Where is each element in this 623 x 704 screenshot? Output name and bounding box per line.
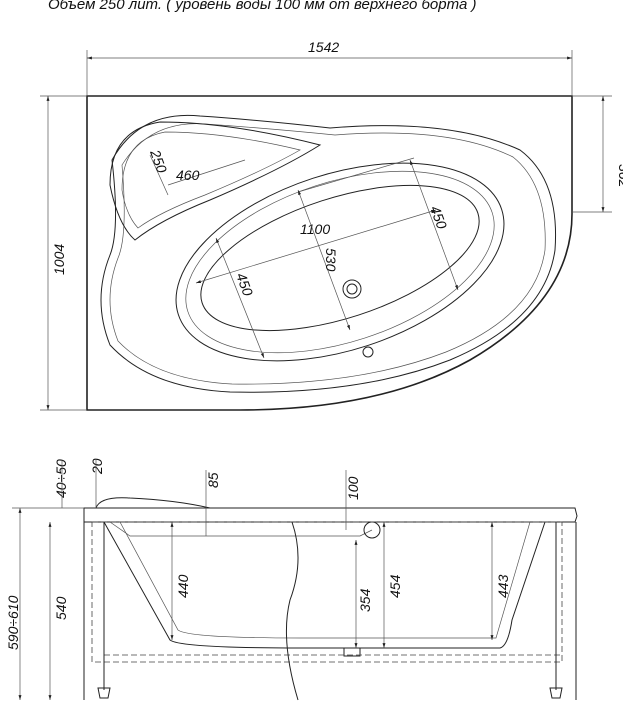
dim-bowl-right: 450 — [427, 204, 450, 232]
seat-step — [109, 521, 373, 537]
dim-seat-width: 250 — [147, 147, 170, 176]
dim-depth-mid2: 454 — [387, 574, 403, 598]
bath-rim — [100, 114, 557, 393]
dim-total-height: 590÷610 — [5, 595, 21, 650]
dim-seat-depth: 85 — [205, 472, 221, 488]
dim-depth-right: 443 — [495, 574, 511, 598]
dim-step: 362 — [616, 164, 623, 188]
headrest-profile — [95, 497, 211, 509]
rim-slab — [83, 507, 578, 523]
dim-height: 1004 — [51, 244, 67, 275]
dim-leg-adjust: 40÷50 — [53, 459, 69, 498]
dim-seat-length: 460 — [176, 167, 200, 183]
bowl-profile — [103, 521, 546, 649]
dim-water-level: 100 — [345, 476, 361, 500]
dim-bowl-center: 530 — [323, 248, 339, 272]
bowl-mid — [185, 170, 495, 354]
dim-line-bowl-left — [215, 237, 265, 359]
front-panel — [83, 522, 577, 700]
bath-outline — [86, 95, 573, 411]
support-frame — [91, 521, 563, 663]
dim-depth-left: 440 — [175, 574, 191, 598]
dim-depth-mid: 354 — [357, 588, 373, 612]
dim-line-bowl-right — [409, 159, 459, 291]
dim-rim: 20 — [89, 458, 105, 475]
bowl-outer — [175, 162, 505, 362]
foot-left-icon — [97, 687, 111, 699]
dim-bowl-length: 1100 — [300, 221, 330, 237]
dim-line-bowl-center — [297, 189, 351, 331]
dim-body-height: 540 — [53, 596, 69, 620]
top-view: 1542 1004 362 250 460 1100 530 450 450 — [40, 39, 623, 411]
drain-icon — [342, 279, 362, 299]
drain-side — [343, 648, 361, 657]
overflow-icon — [362, 346, 374, 358]
dim-width: 1542 — [308, 39, 339, 55]
side-view: 590÷610 540 40÷50 20 85 100 440 354 454 … — [5, 458, 578, 701]
headrest-inner — [121, 131, 301, 229]
bowl-profile-inner — [119, 521, 531, 639]
dim-bowl-left: 450 — [233, 271, 256, 299]
foot-right-icon — [549, 687, 563, 699]
break-line — [285, 521, 299, 701]
headrest — [109, 121, 322, 241]
bowl-bottom — [200, 184, 480, 332]
bath-rim-inner — [109, 123, 546, 385]
volume-caption: Объем 250 лит. ( уровень воды 100 мм от … — [48, 0, 477, 13]
